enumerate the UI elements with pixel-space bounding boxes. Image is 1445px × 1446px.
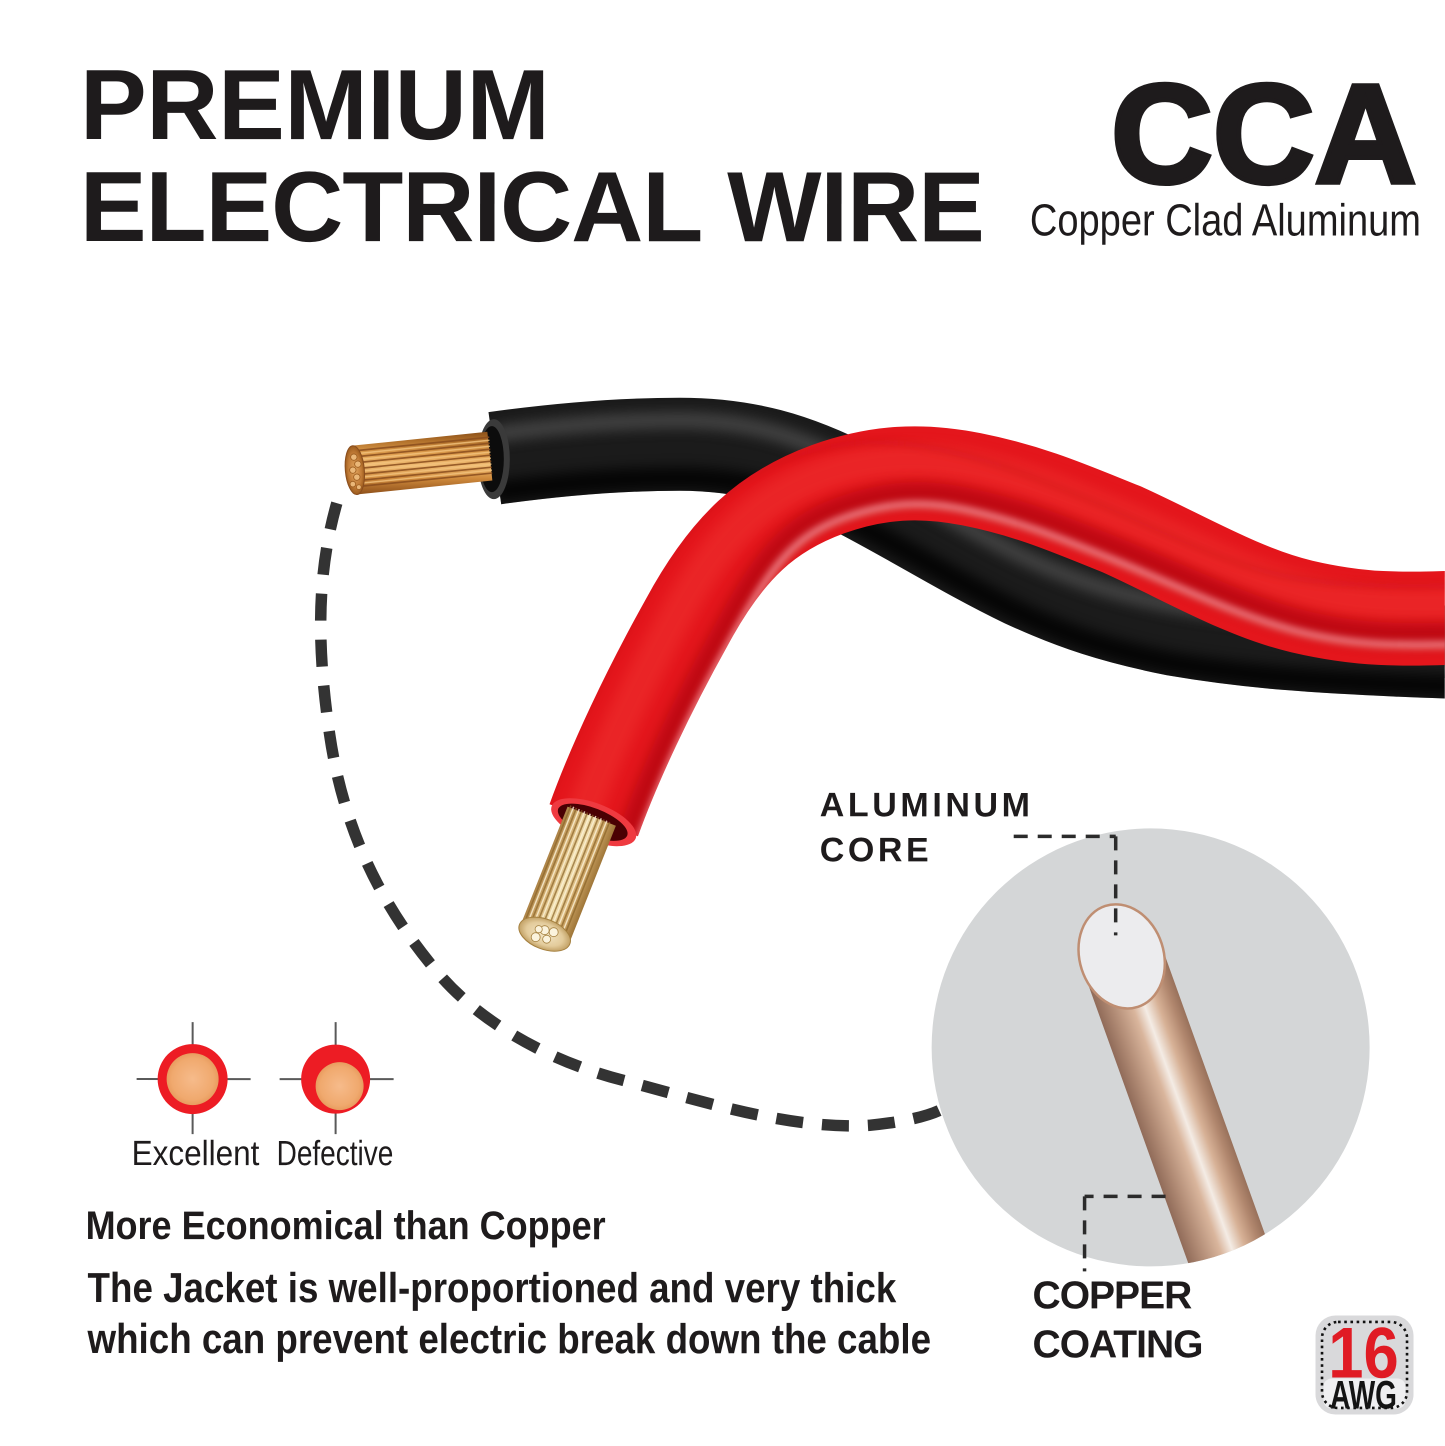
svg-text:16: 16 <box>1328 1314 1398 1394</box>
svg-text:AWG: AWG <box>1330 1374 1397 1418</box>
